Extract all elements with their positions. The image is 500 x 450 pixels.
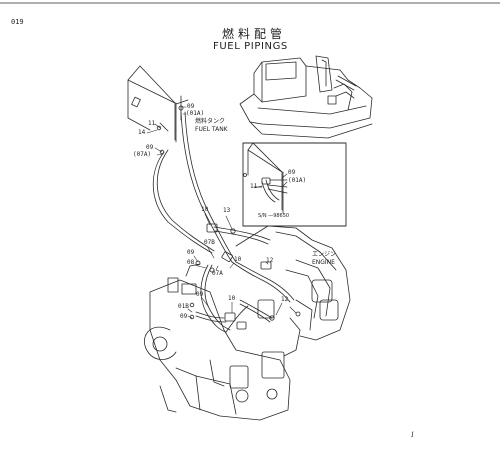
excavator-illustration: [239, 55, 373, 139]
callout-09: 09: [180, 313, 188, 320]
fuel-hoses: [152, 111, 295, 333]
engine-illustration: [144, 225, 351, 421]
callout-09: 09: [187, 249, 195, 256]
callout-07b: 07B: [204, 239, 215, 246]
callout-01b: 01B: [178, 303, 189, 310]
callout-09: 09: [146, 144, 154, 151]
inset-callout-09: 09: [288, 169, 296, 176]
callout-09: 09: [196, 291, 204, 298]
page-title: FUEL PIPINGS: [213, 41, 288, 52]
engine-label-japanese: エンジン: [312, 251, 337, 258]
inset-detail-box: [242, 142, 347, 227]
serial-number-note: S/N ―98650: [258, 213, 290, 219]
callout-13: 13: [223, 207, 231, 214]
fuel-tank-label-japanese: 燃料タンク: [195, 118, 226, 125]
callout-12: 12: [281, 296, 289, 303]
fuel-tank: [127, 65, 189, 155]
callout-10: 10: [201, 206, 209, 213]
inset-callout-01a: (01A): [288, 177, 307, 184]
callout-14: 14: [138, 129, 146, 136]
callout-10: 10: [234, 256, 242, 263]
fuel-tank-label: FUEL TANK: [195, 126, 228, 133]
footer-mark: ꭍ: [411, 431, 414, 439]
callout-10: 10: [228, 295, 236, 302]
engine-label: ENGINE: [312, 259, 335, 266]
callout-leaders: [146, 106, 297, 319]
page-title-japanese: 燃料配管: [222, 27, 287, 41]
callout-01a: (01A): [186, 110, 205, 117]
callout-12: 12: [266, 257, 274, 264]
inset-callout-11: 11: [250, 183, 258, 190]
page-number: 019: [11, 18, 24, 26]
callout-09: 09: [187, 103, 195, 110]
callout-11: 11: [148, 120, 156, 127]
callout-07a: (07A): [133, 151, 152, 158]
callout-08: 08: [187, 259, 195, 266]
callout-07a: 07A: [212, 270, 223, 277]
